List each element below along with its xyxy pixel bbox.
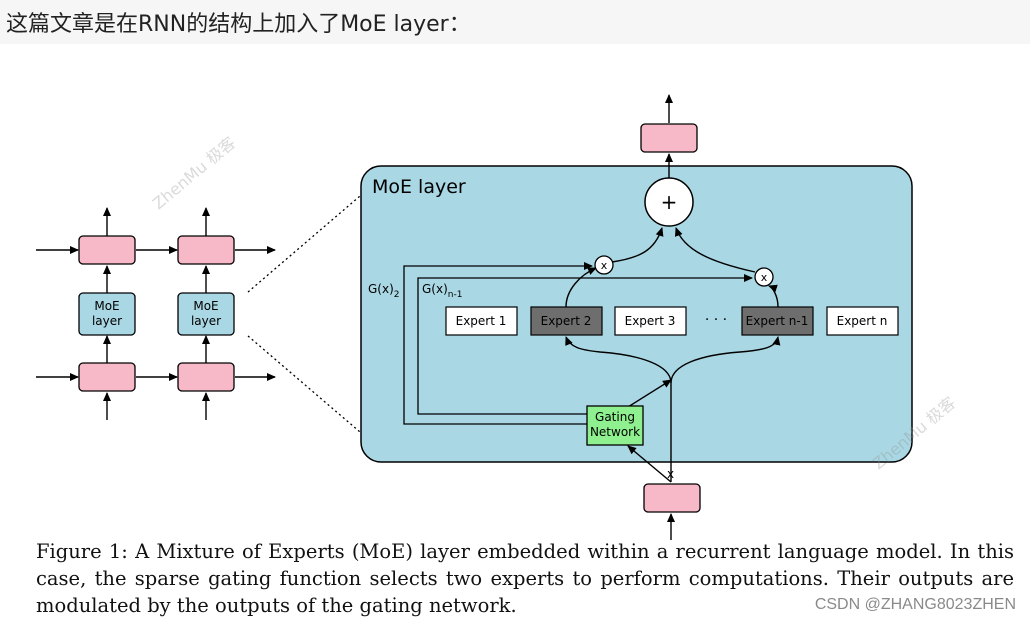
input-node — [643, 483, 701, 513]
expert-n — [826, 306, 899, 336]
expert-3 — [614, 306, 687, 336]
rnn-moe-node-2 — [177, 292, 235, 336]
rnn-moe-node-1 — [78, 292, 136, 336]
gating-label-a: Gating — [595, 410, 635, 424]
moe-diagram: MoE layer MoE layer MoE layer + x x G(x)… — [36, 94, 913, 540]
moe-layer-title: MoE layer — [372, 176, 466, 198]
expert-1-label: Expert 1 — [456, 314, 507, 328]
header-bar — [0, 0, 1030, 44]
expert-1 — [445, 306, 518, 336]
zoom-line-bottom — [247, 335, 361, 433]
multiply-symbol-2: x — [601, 259, 608, 272]
expert-n-1-label: Expert n-1 — [746, 314, 809, 328]
gate-label-2: G(x)2 — [368, 282, 400, 300]
rnn-stack — [36, 207, 276, 420]
rnn-moe-label-2a: MoE — [193, 299, 218, 313]
rnn-top-node-1 — [78, 235, 136, 265]
rnn-top-node-2 — [177, 235, 235, 265]
rnn-moe-label-2b: layer — [191, 314, 221, 328]
gating-label-b: Network — [590, 425, 640, 439]
rnn-bottom-node-1 — [78, 362, 136, 392]
rnn-moe-label-1b: layer — [92, 314, 122, 328]
gate-label-n1: G(x)n-1 — [422, 282, 462, 300]
gating-network — [586, 405, 644, 446]
expert-3-label: Expert 3 — [625, 314, 676, 328]
expert-2 — [530, 306, 603, 336]
rnn-bottom-node-2 — [177, 362, 235, 392]
sum-symbol: + — [661, 190, 678, 214]
output-node — [640, 123, 698, 153]
figure-caption: Figure 1: A Mixture of Experts (MoE) lay… — [36, 540, 1014, 617]
gating-wires — [403, 262, 753, 425]
csdn-watermark: CSDN @ZHANG8023ZHEN — [814, 596, 1016, 613]
page-heading: 这篇文章是在RNN的结构上加入了MoE layer： — [6, 12, 471, 37]
input-symbol: x — [667, 467, 674, 481]
expert-n-label: Expert n — [837, 314, 888, 328]
rnn-moe-label-1a: MoE — [94, 299, 119, 313]
expert-n-1 — [741, 306, 814, 336]
experts-ellipsis: · · · — [705, 312, 727, 328]
zoom-line-top — [247, 195, 361, 293]
multiply-node-n1 — [754, 267, 774, 287]
sum-node — [644, 177, 694, 227]
multiply-node-2 — [594, 255, 614, 275]
multiply-symbol-n1: x — [761, 271, 768, 284]
expert-2-label: Expert 2 — [541, 314, 592, 328]
